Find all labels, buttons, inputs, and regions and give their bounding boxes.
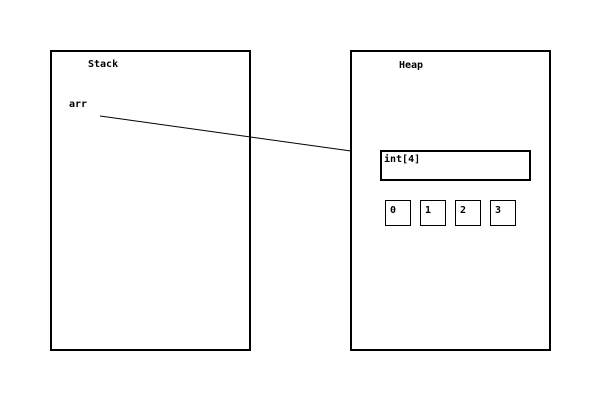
array-cell-0-value: 0 [390,205,397,216]
heap-title: Heap [399,60,424,71]
array-type-label: int[4] [384,154,421,165]
stack-panel [50,50,251,351]
array-object-header [380,150,531,181]
array-cell-0: 0 [385,200,411,226]
array-cell-3: 3 [490,200,516,226]
array-cell-2: 2 [455,200,481,226]
array-cell-1-value: 1 [425,205,432,216]
array-cell-1: 1 [420,200,446,226]
heap-panel [350,50,551,351]
stack-title: Stack [88,59,119,70]
array-cell-3-value: 3 [495,205,502,216]
arr-variable-label: arr [69,99,88,110]
array-cell-2-value: 2 [460,205,467,216]
